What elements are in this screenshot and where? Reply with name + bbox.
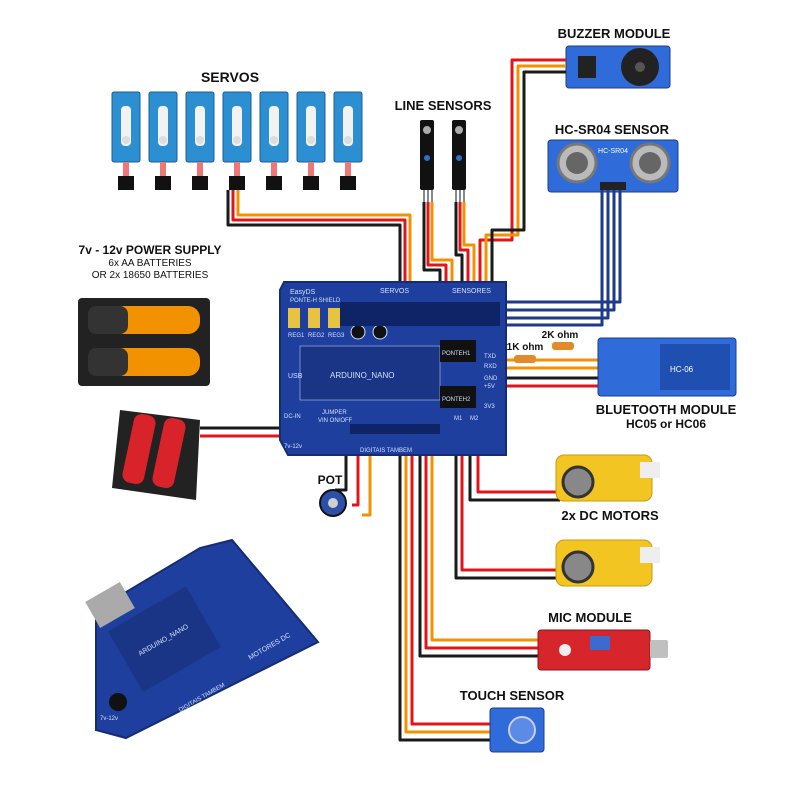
pot-title: POT	[318, 473, 343, 487]
power-title: 7v - 12v POWER SUPPLY	[79, 243, 222, 257]
aa-battery-holder	[78, 298, 210, 386]
r1-label: 1K ohm	[507, 342, 544, 353]
board-txd: TXD	[484, 354, 497, 360]
board-usb: USB	[288, 373, 303, 380]
hcsr04-chip-label: HC-SR04	[598, 148, 628, 155]
servo-1	[111, 91, 141, 190]
board-gnd: GND	[484, 376, 498, 382]
board-5v: +5V	[484, 384, 495, 390]
hcsr04-sensor: HC-SR04	[547, 139, 679, 193]
power-sub-2: OR 2x 18650 BATTERIES	[92, 270, 209, 281]
servo-3	[185, 91, 215, 190]
board-arduino: ARDUINO_NANO	[330, 371, 394, 380]
board-3v3: 3V3	[484, 404, 495, 410]
main-shield-board: EasyDS PONTE-H SHIELD SERVOS SENSORES RE…	[279, 281, 507, 456]
servo-group	[111, 91, 363, 190]
line-sensors-title: LINE SENSORS	[395, 98, 492, 113]
dc-motors-title: 2x DC MOTORS	[561, 508, 659, 523]
mic-module	[537, 629, 668, 671]
servos-title: SERVOS	[201, 69, 259, 85]
persp-dcin-v: 7v-12v	[100, 716, 118, 722]
board-perspective-view: ARDUINO_NANO MOTORES DC DIGITAIS TAMBEM …	[85, 538, 320, 740]
servo-5	[259, 91, 289, 190]
resistor-1k: 1K ohm	[507, 342, 544, 363]
power-sub-1: 6x AA BATTERIES	[108, 258, 192, 269]
resistor-2k: 2K ohm	[542, 330, 579, 350]
board-vin: VIN ON/OFF	[318, 418, 353, 424]
board-jumper: JUMPER	[322, 410, 347, 416]
line-sensor-2	[452, 120, 466, 202]
board-sensors-hdr: SENSORES	[452, 288, 491, 295]
line-sensor-1	[420, 120, 434, 202]
servo-6	[296, 91, 326, 190]
servo-4	[222, 91, 252, 190]
18650-battery-holder	[112, 410, 200, 500]
wires	[200, 58, 622, 742]
dc-motor-1	[555, 454, 660, 502]
board-reg1: REG1	[288, 333, 305, 339]
mic-title: MIC MODULE	[548, 610, 632, 625]
touch-title: TOUCH SENSOR	[460, 688, 565, 703]
servo-7	[333, 91, 363, 190]
board-name: EasyDS	[290, 289, 316, 296]
potentiometer	[319, 489, 347, 517]
board-dcin-v: 7v-12v	[284, 444, 302, 450]
board-ponte1: PONTEH1	[442, 351, 471, 357]
bluetooth-subtitle: HC05 or HC06	[626, 417, 706, 431]
board-m1: M1	[454, 416, 463, 422]
board-digitais: DIGITAIS TAMBEM	[360, 448, 412, 454]
board-reg2: REG2	[308, 333, 325, 339]
board-reg3: REG3	[328, 333, 345, 339]
servo-2	[148, 91, 178, 190]
buzzer-module	[565, 45, 671, 89]
board-shield: PONTE-H SHIELD	[290, 298, 341, 304]
dc-motor-2	[555, 539, 660, 587]
bt-chip-label: HC-06	[670, 365, 694, 374]
board-servos-hdr: SERVOS	[380, 288, 409, 295]
board-ponte2: PONTEH2	[442, 397, 471, 403]
touch-sensor	[489, 707, 545, 753]
bluetooth-module: HC-06	[597, 337, 737, 397]
bluetooth-title: BLUETOOTH MODULE	[596, 402, 737, 417]
r2-label: 2K ohm	[542, 330, 579, 341]
hcsr04-title: HC-SR04 SENSOR	[555, 122, 670, 137]
buzzer-title: BUZZER MODULE	[558, 26, 671, 41]
board-dcin: DC-IN	[284, 414, 301, 420]
board-m2: M2	[470, 416, 479, 422]
board-rxd: RXD	[484, 364, 497, 370]
